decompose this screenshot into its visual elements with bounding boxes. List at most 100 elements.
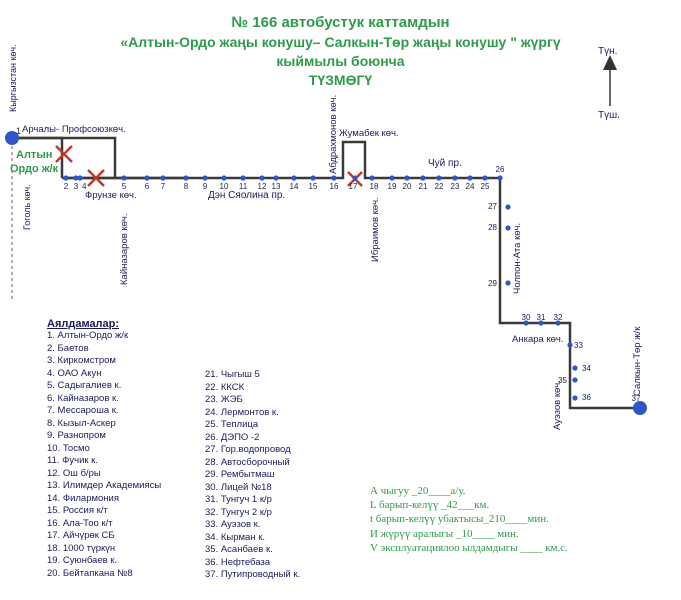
terminal-label-line2: Ордо ж/к: [10, 163, 59, 175]
stop-marker-21: [420, 175, 426, 181]
stop-marker-36: [572, 395, 578, 401]
street-label-salkyn-tor: Салкын-Төр ж/к: [632, 326, 643, 396]
stop-marker-8: [183, 175, 189, 181]
street-label-kyrgyzstan: Кыргызстан көч.: [8, 44, 18, 112]
legend-item: 10. Тосмо: [47, 442, 90, 454]
legend-item: 23. ЖЭБ: [205, 394, 243, 405]
street-label-cholpon-ata: Чолпон-Ата көч.: [512, 223, 523, 294]
stop-marker-32: [555, 320, 561, 326]
stop-label-21: 21: [419, 182, 428, 191]
stop-marker-13: [273, 175, 279, 181]
legend-item: 9. Разнопром: [47, 430, 106, 441]
stop-label-22: 22: [435, 182, 444, 191]
stop-marker-11: [240, 175, 246, 181]
stop-marker-9: [202, 175, 208, 181]
stop-label-24: 24: [466, 182, 475, 191]
legend-item: 3. Киркомстром: [47, 355, 116, 366]
param-length: L барып-келүү _42___км.: [370, 499, 490, 512]
stop-marker-4: [77, 175, 83, 181]
stop-marker-14: [291, 175, 297, 181]
legend-item: 32. Тунгуч 2 к/р: [205, 506, 272, 518]
street-label-gogol: Гоголь көч.: [22, 184, 32, 230]
legend-item: 7. Мессароша к.: [47, 405, 119, 416]
legend-item: 20. Бейтапкана №8: [47, 567, 133, 579]
compass-north-arrow-icon: [603, 55, 617, 70]
stop-label-9: 9: [203, 182, 208, 191]
stop-marker-5: [121, 175, 127, 181]
stop-marker-12: [259, 175, 265, 181]
stop-label-35: 35: [558, 376, 567, 385]
legend-item: 24. Лермонтов к.: [205, 406, 279, 418]
street-label-abdrakhmanov: Абдрахмонов көч.: [328, 95, 339, 174]
stop-marker-7: [160, 175, 166, 181]
legend-item: 15. Россия к/т: [47, 505, 108, 516]
stop-label-31: 31: [537, 313, 546, 322]
legend-item: 34. Кырман к.: [205, 531, 265, 543]
stop-label-2: 2: [64, 182, 69, 191]
legend-item: 22. ККСК: [205, 381, 245, 393]
stop-label-19: 19: [388, 182, 397, 191]
legend-item: 33. Ауэзов к.: [205, 519, 261, 530]
legend-item: 12. Ош б/ры: [47, 467, 101, 479]
route-segment-profsoyuz: [12, 136, 117, 178]
legend-item: 36. Нефтебаза: [205, 556, 271, 568]
schedule-title: № 166 автобустук каттамдын: [231, 14, 450, 31]
stop-marker-24: [467, 175, 473, 181]
legend-item: 18. 1000 түркүн: [47, 542, 116, 554]
stop-marker-10: [221, 175, 227, 181]
stop-label-14: 14: [290, 182, 299, 191]
stop-label-16: 16: [330, 182, 339, 191]
legend-item: 31. Тунгуч 1 к/р: [205, 494, 272, 505]
stop-label-20: 20: [403, 182, 412, 191]
stop-marker-19: [389, 175, 395, 181]
stop-label-29: 29: [488, 279, 497, 288]
stop-label-33: 33: [574, 341, 583, 350]
param-interval: И жүрүү аралыгы _10____ мин.: [370, 527, 519, 540]
legend-item: 28. Автосборочный: [205, 456, 290, 468]
stop-label-10: 10: [220, 182, 229, 191]
stop-marker-16: [331, 175, 337, 181]
compass-north-label: Түн.: [598, 46, 617, 57]
street-label-chui: Чуй пр.: [428, 158, 462, 169]
stop-marker-34: [572, 365, 578, 371]
stop-marker-2: [63, 175, 69, 181]
legend-item: 2. Баетов: [47, 342, 89, 354]
stop-marker-25: [482, 175, 488, 181]
stop-marker-17: [352, 175, 358, 181]
legend-item: 25. Теплица: [205, 419, 259, 430]
legend-item: 17. Айчүрөк СБ: [47, 530, 115, 541]
stop-label-32: 32: [554, 313, 563, 322]
stop-label-34: 34: [582, 364, 591, 373]
stop-marker-26: [497, 175, 503, 181]
street-label-ibraimov: Ибраимов көч.: [370, 197, 381, 262]
stop-marker-31: [538, 320, 544, 326]
stop-marker-15: [310, 175, 316, 181]
legend-item: 26. ДЭПО -2: [205, 431, 260, 443]
stops-legend-title: Аялдамалар:: [47, 318, 120, 330]
stop-marker-6: [144, 175, 150, 181]
legend-item: 5. Садыгалиев к.: [47, 380, 122, 391]
legend-item: 29. Рембытмаш: [205, 469, 275, 480]
stop-label-8: 8: [184, 182, 189, 191]
param-speed: V эксплуатациялоо ылдамдыгы ____ км.с.: [370, 541, 568, 554]
stop-label-13: 13: [272, 182, 281, 191]
street-label-dzen-syaolina: Дэн Сяолина пр.: [208, 190, 285, 201]
stop-label-17: 17: [349, 182, 358, 191]
route-line: [62, 140, 640, 410]
street-label-archaly: Арчалы- Профсоюзкөч.: [22, 124, 126, 135]
title-line-4: ТҮЗМӨГҮ: [308, 72, 373, 88]
stop-marker-30: [523, 320, 529, 326]
legend-item: 8. Кызыл-Аскер: [47, 417, 116, 429]
stop-label-28: 28: [488, 223, 497, 232]
stop-marker-20: [404, 175, 410, 181]
legend-item: 37. Путипроводный к.: [205, 569, 301, 580]
stop-label-1: 1: [16, 126, 21, 136]
stop-marker-28: [505, 225, 511, 231]
stop-marker-37: [633, 401, 647, 415]
closed-cross-icon-2: [87, 169, 105, 187]
legend-item: 19. Суюнбаев к.: [47, 555, 118, 566]
stop-marker-29: [505, 280, 511, 286]
stop-marker-23: [452, 175, 458, 181]
street-label-auezov: Ауэзов көч.: [552, 380, 563, 430]
terminal-label-line1: Алтын: [16, 149, 52, 161]
